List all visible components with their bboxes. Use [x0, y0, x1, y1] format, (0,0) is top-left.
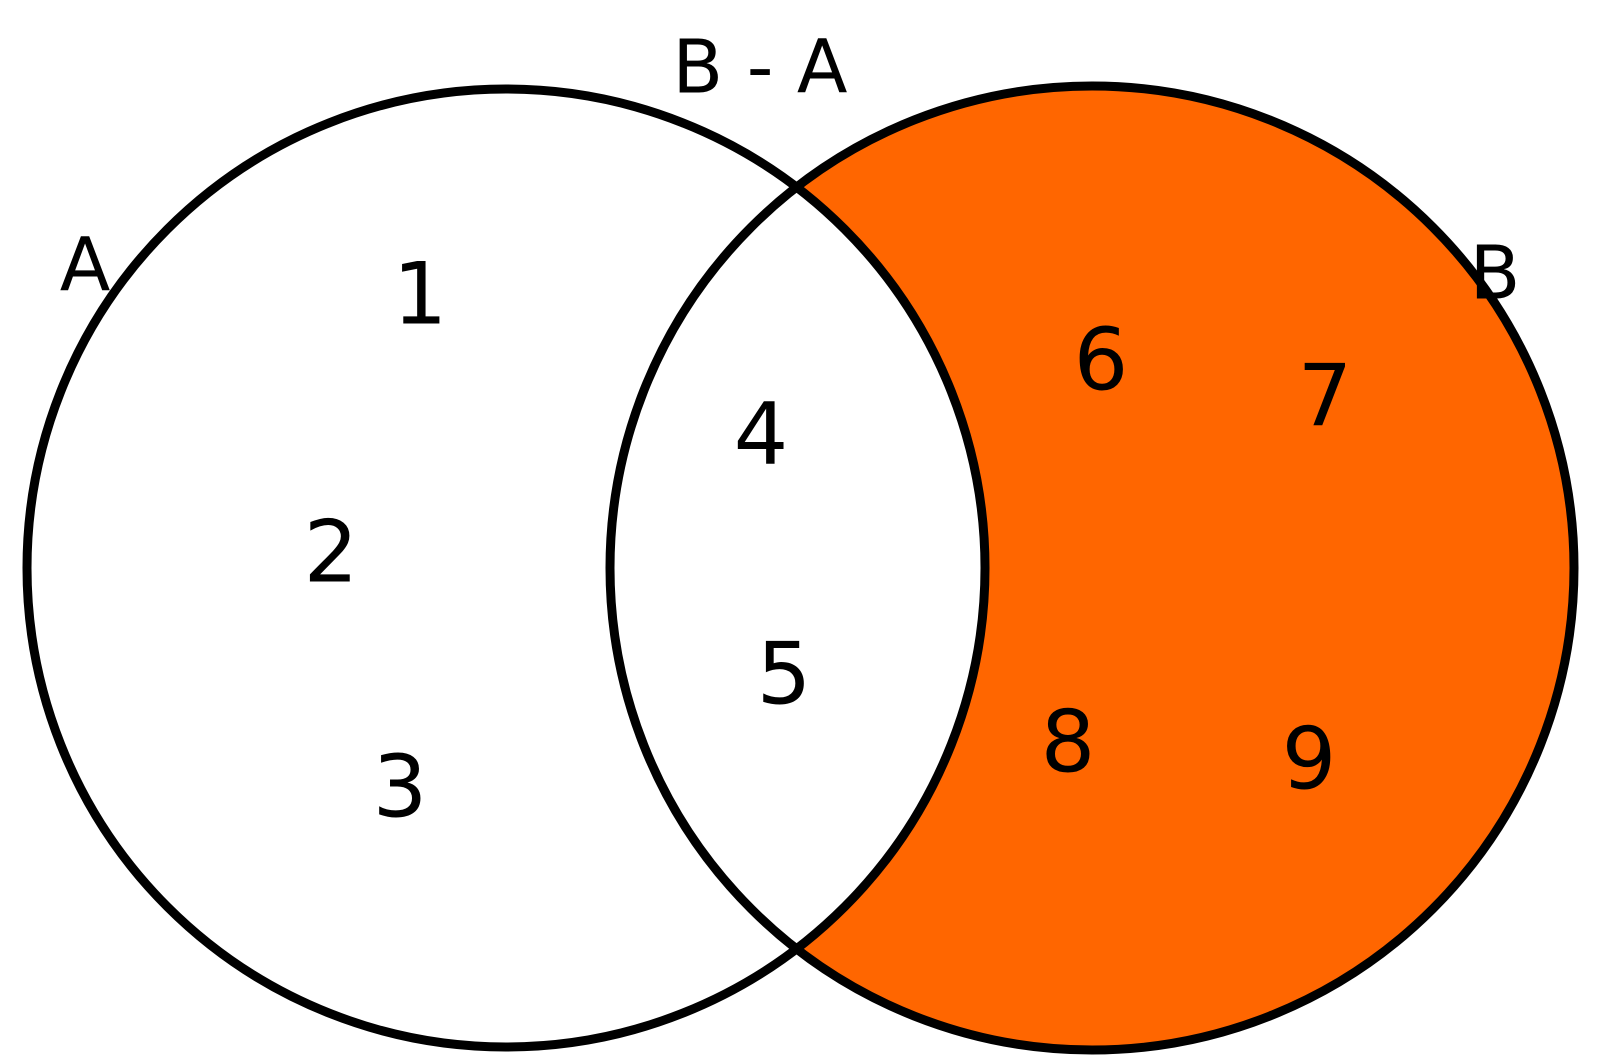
element-label-5: 5	[757, 624, 812, 724]
element-label-2: 2	[304, 502, 359, 602]
set-label-a: A	[60, 223, 111, 309]
element-label-3: 3	[373, 737, 428, 837]
element-label-9: 9	[1282, 709, 1337, 809]
set-a-circle	[22, 84, 990, 1052]
element-label-6: 6	[1074, 310, 1129, 410]
element-label-4: 4	[734, 384, 789, 484]
set-b-circle	[605, 81, 1579, 1055]
element-label-8: 8	[1041, 692, 1096, 792]
element-labels-group: 1 2 3 4 5 6 7 8 9	[304, 244, 1353, 837]
set-label-b: B	[1470, 231, 1521, 317]
element-label-7: 7	[1298, 346, 1353, 446]
diagram-title: B - A	[672, 25, 848, 111]
element-label-1: 1	[393, 244, 448, 344]
